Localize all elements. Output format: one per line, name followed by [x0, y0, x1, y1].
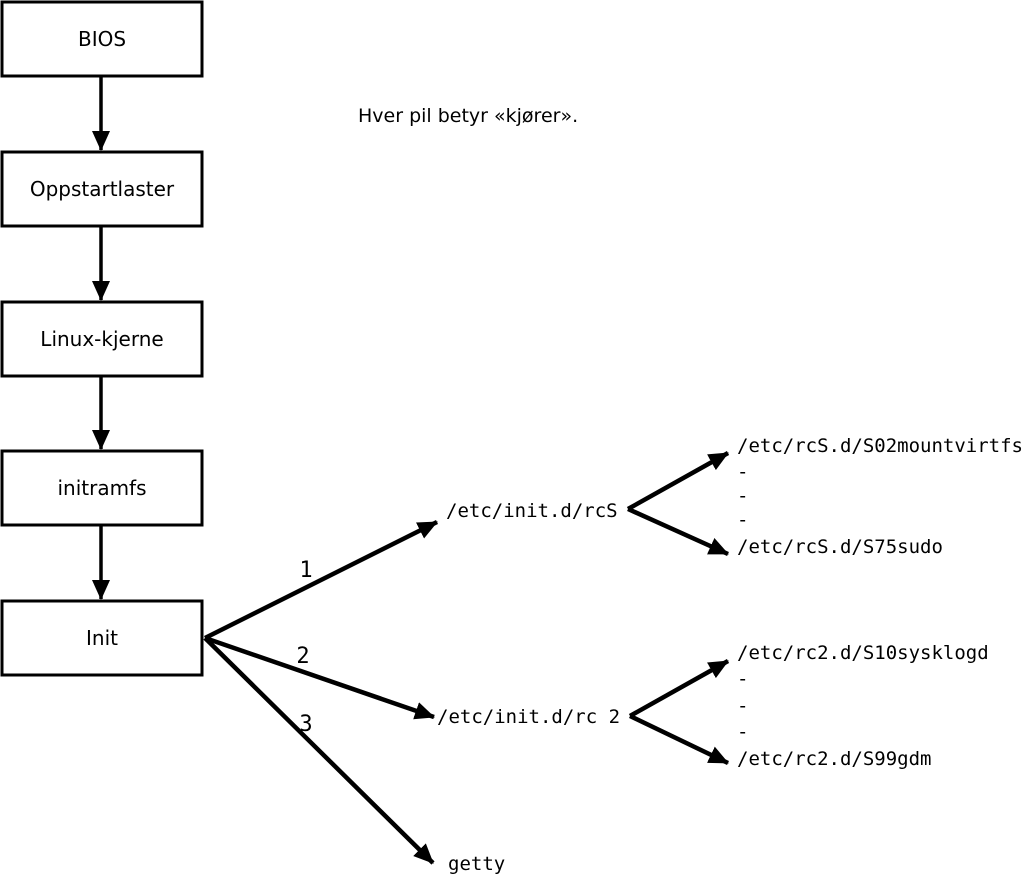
note-arrow-meaning: Hver pil betyr «kjører».	[358, 105, 578, 127]
arrow-rcS-to-first-script	[626, 451, 730, 511]
box-bios-label: BIOS	[78, 27, 126, 51]
box-bootloader-label: Oppstartlaster	[30, 177, 175, 201]
target-rcS-label: /etc/init.d/rcS	[446, 500, 618, 522]
box-bios	[0, 0, 204, 78]
rc2-script-item: /etc/rc2.d/S10sysklogd	[737, 642, 989, 664]
arrow-init-to-getty	[203, 636, 435, 865]
box-bootloader	[0, 150, 204, 228]
arrow-init-to-rcS	[203, 519, 439, 641]
arrow-rc2-to-last-script	[629, 713, 729, 766]
rcS-script-item: -	[737, 461, 748, 483]
rc2-script-item: -	[737, 668, 748, 690]
rc2-script-item: -	[737, 721, 748, 743]
rcS-script-item: /etc/rcS.d/S02mountvirtfs	[737, 435, 1023, 457]
arrow-rc2-to-first-script	[628, 659, 730, 718]
branch-number-1: 1	[299, 558, 312, 583]
box-initramfs-label: initramfs	[57, 476, 146, 500]
box-init-label: Init	[86, 626, 118, 650]
target-rc2-label: /etc/init.d/rc 2	[437, 706, 620, 728]
box-initramfs	[0, 449, 204, 527]
branch-number-2: 2	[296, 644, 309, 669]
box-kernel-label: Linux-kjerne	[40, 327, 163, 351]
arrow-init-to-rc2	[204, 635, 435, 720]
branch-number-3: 3	[299, 712, 312, 737]
rcS-script-item: -	[737, 509, 748, 531]
rc2-script-item: /etc/rc2.d/S99gdm	[737, 748, 931, 770]
rc2-script-item: -	[737, 695, 748, 717]
arrow-rcS-to-last-script	[627, 506, 729, 557]
rcS-script-item: /etc/rcS.d/S75sudo	[737, 536, 943, 558]
rcS-script-item: -	[737, 485, 748, 507]
target-getty-label: getty	[448, 853, 505, 875]
box-init	[0, 599, 204, 677]
